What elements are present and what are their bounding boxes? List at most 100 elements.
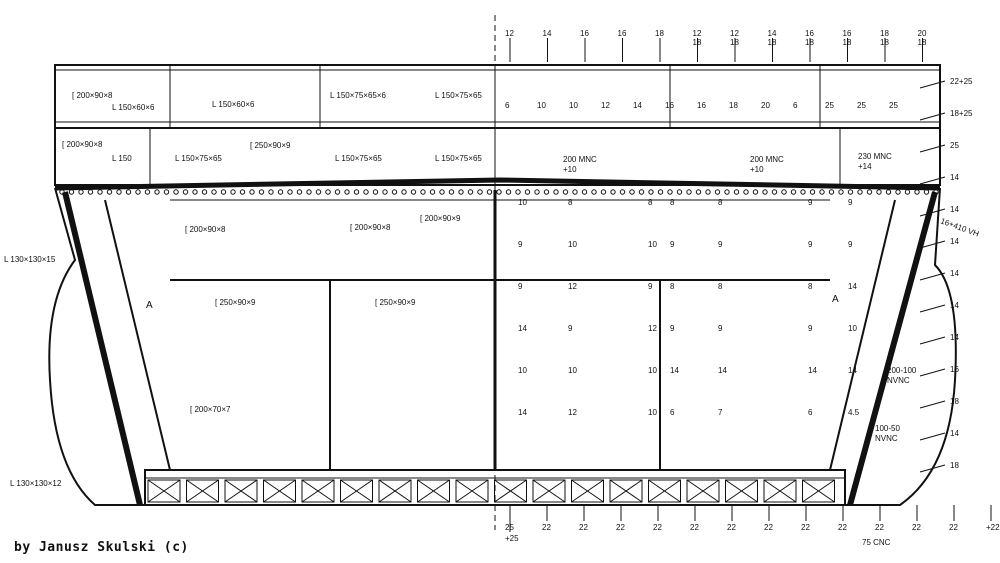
deck-thickness-label: 20 — [761, 101, 770, 110]
thickness-leader — [919, 240, 946, 249]
floor-cell — [532, 479, 566, 503]
lightening-hole — [201, 189, 208, 195]
bottom-thickness-label: 22 — [727, 523, 736, 532]
web-thickness-label: 4.5 — [848, 408, 860, 417]
label-230-mnc: 230 MNC — [858, 152, 892, 161]
top-thickness-label: 18 — [880, 29, 889, 38]
web-thickness-label: 10 — [848, 324, 857, 333]
floor-cross — [802, 479, 835, 503]
floor-cross — [455, 479, 489, 503]
lightening-hole — [629, 189, 635, 195]
web-thickness-label: 9 — [670, 324, 675, 333]
lightening-hole — [819, 189, 825, 195]
bottom-thickness-label: 22 — [875, 523, 884, 532]
thickness-leader — [919, 208, 946, 217]
label-200-mnc-b: 200 MNC — [750, 155, 784, 164]
lightening-hole — [695, 189, 702, 195]
bottom-thickness-label: 22 — [579, 523, 588, 532]
web-thickness-label: 14 — [518, 408, 527, 417]
web-thickness-label: 9 — [808, 198, 813, 207]
web-thickness-label: 10 — [648, 240, 657, 249]
lightening-hole — [771, 189, 778, 195]
lightening-hole — [410, 189, 417, 195]
lightening-hole — [733, 189, 740, 195]
lightening-hole — [87, 189, 94, 195]
label-l-150-75-65-6: L 150×75×65×6 — [330, 91, 387, 100]
lightening-hole — [211, 189, 217, 195]
side-thickness-label: 14 — [950, 301, 959, 310]
thickness-leader-lines — [509, 38, 992, 532]
lightening-hole — [106, 189, 113, 195]
floor-cell — [571, 479, 604, 503]
double-bottom-floors — [147, 479, 835, 503]
lightening-hole — [847, 189, 854, 195]
lightening-hole — [363, 189, 369, 195]
lightening-hole — [914, 189, 920, 195]
top-thickness-label: 16 — [618, 29, 627, 38]
web-thickness-label: 12 — [648, 324, 657, 333]
web-thickness-label: 9 — [848, 198, 853, 207]
deck-stiffeners — [59, 189, 939, 195]
lightening-hole — [562, 189, 569, 195]
lightening-hole — [543, 189, 550, 195]
deck-thickness-label: 25 — [889, 101, 898, 110]
lightening-hole — [486, 189, 493, 195]
lightening-hole — [220, 189, 227, 195]
lightening-hole — [762, 189, 768, 195]
web-thickness-label: 9 — [568, 324, 573, 333]
floor-cell — [378, 479, 412, 503]
lightening-hole — [705, 189, 711, 195]
lightening-hole — [933, 189, 939, 195]
lightening-hole — [809, 189, 816, 195]
floor-cell — [725, 479, 758, 503]
floor-cell — [263, 479, 296, 503]
bottom-thickness-label: 22 — [912, 523, 921, 532]
web-thickness-label: 14 — [718, 366, 727, 375]
lightening-hole — [382, 189, 388, 195]
lightening-hole — [182, 189, 189, 195]
web-thickness-label: 14 — [848, 282, 857, 291]
top-thickness-label: 18 — [655, 29, 664, 38]
top-thickness-label: 14 — [543, 29, 552, 38]
top-thickness-label: 18 — [730, 38, 739, 47]
floor-cross — [224, 479, 258, 503]
floor-cross — [186, 479, 219, 503]
floor-cross — [301, 479, 335, 503]
web-thickness-label: 8 — [648, 198, 653, 207]
lightening-hole — [496, 189, 502, 195]
web-thickness-label: 10 — [518, 198, 527, 207]
lightening-hole — [372, 189, 379, 195]
bottom-thickness-label: 22 — [801, 523, 810, 532]
side-thickness-label: 14 — [950, 237, 959, 246]
label-plus-14: +14 — [858, 162, 872, 171]
thickness-leader — [919, 368, 946, 377]
label-l-150-75-65-a: L 150×75×65 — [435, 91, 482, 100]
top-thickness-label: 18 — [693, 38, 702, 47]
bottom-thickness-label: 22 — [764, 523, 773, 532]
floor-cell — [802, 479, 835, 503]
floor-cross — [763, 479, 797, 503]
thickness-leader — [919, 144, 946, 153]
web-thickness-label: 10 — [518, 366, 527, 375]
deck-thickness-label: 10 — [569, 101, 578, 110]
deck-thickness-label: 14 — [633, 101, 642, 110]
lightening-hole — [800, 189, 806, 195]
lightening-hole — [68, 189, 75, 195]
top-thickness-label: 12 — [730, 29, 739, 38]
floor-cross — [725, 479, 758, 503]
side-thickness-label: 14 — [950, 429, 959, 438]
lightening-hole — [467, 189, 474, 195]
lightening-hole — [315, 189, 322, 195]
side-thickness-label: 22+25 — [950, 77, 973, 86]
bottom-thickness-label: 25 — [505, 523, 514, 532]
top-thickness-label: 18 — [880, 38, 889, 47]
side-thickness-label: 16 — [950, 365, 959, 374]
lightening-hole — [448, 189, 455, 195]
thickness-leader — [919, 464, 946, 473]
floor-cross — [147, 479, 181, 503]
lightening-hole — [353, 189, 360, 195]
lightening-hole — [638, 189, 645, 195]
lightening-hole — [714, 189, 721, 195]
top-thickness-label: 14 — [768, 29, 777, 38]
web-thickness-label: 10 — [568, 240, 577, 249]
